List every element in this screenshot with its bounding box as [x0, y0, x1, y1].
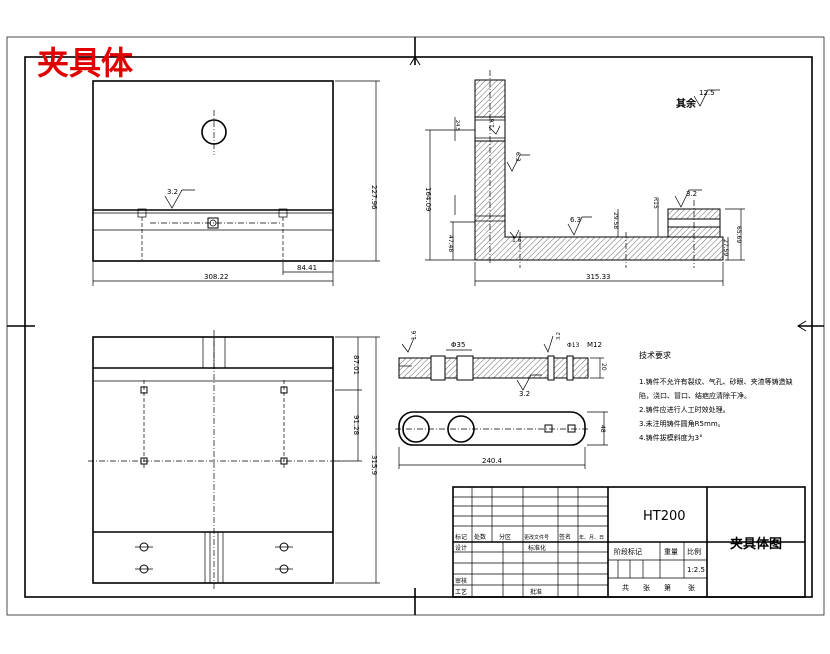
bottom-view: 315.9 87.01 91.28 [88, 330, 380, 590]
dim-side-label-a: 24.5 [454, 120, 460, 131]
dim-bottom-height: 315.9 [370, 455, 378, 475]
dim-sec-d: Φ13 [567, 342, 580, 349]
dim-bottom-mid-gap: 91.28 [352, 415, 360, 435]
ra-b: 6.3 [514, 152, 521, 162]
tb-design: 设计 [455, 544, 467, 552]
dim-side-slot: 29.58 [612, 212, 619, 229]
dim-sec-thread: M12 [587, 341, 602, 349]
dim-sec-h: 20 [600, 363, 607, 371]
ra-j: 3.2 [556, 332, 562, 340]
dim-side-width: 315.33 [586, 273, 611, 281]
outer-border [6, 36, 825, 616]
tb-sheet-1: 张 [643, 583, 650, 592]
tb-sheet-total: 共 [622, 583, 629, 592]
dim-front-width: 308.22 [204, 273, 229, 281]
dim-side-height: 164.09 [424, 187, 432, 212]
ra-i: 1.6 [411, 330, 418, 340]
dim-sec-w: 48 [599, 425, 606, 433]
tb-sheet-2: 张 [688, 583, 695, 592]
dim-sec-len: 240.4 [482, 457, 503, 465]
dim-front-offset: 84.41 [297, 264, 317, 272]
ra-e: 1.6 [489, 118, 496, 128]
orientation-arrow-top [409, 56, 421, 66]
notes-item-1: 1.铸件不允许有裂纹、气孔、砂眼、夹渣等铸造缺 [639, 377, 793, 386]
dim-sec-c1: Φ35 [451, 341, 465, 349]
tb-process: 工艺 [455, 588, 467, 596]
orientation-arrow-right [797, 320, 807, 332]
tb-scale-val: 1:2.5 [687, 566, 705, 574]
inner-border [24, 56, 813, 598]
title-block: HT200 夹具体图 标记 处数 分区 更改文件号 签名 年、月、日 设计 标准… [452, 486, 806, 598]
ra-c: 6.3 [570, 216, 581, 224]
tb-h5: 签名 [559, 533, 571, 541]
tb-standard: 标准化 [528, 544, 546, 552]
ra-d: 3.2 [686, 190, 697, 198]
dim-side-slot-b: R15 [652, 197, 659, 209]
tb-approve: 批准 [530, 588, 542, 596]
ra-f: 1.6 [512, 237, 522, 244]
dim-bottom-top-gap: 87.01 [352, 355, 360, 375]
tb-h1: 标记 [455, 533, 467, 541]
notes-item-3: 2.铸件应进行人工时效处理。 [639, 405, 730, 414]
plan-view: 240.4 48 [395, 411, 608, 469]
ra-a: 3.2 [167, 188, 178, 196]
dim-side-right-lower: 27.59 [722, 239, 729, 256]
ra-g: 12.5 [699, 89, 715, 97]
tech-notes: 技术要求 1.铸件不允许有裂纹、气孔、砂眼、夹渣等铸造缺 陷，浇口、冒口、结疤应… [639, 350, 793, 442]
tb-h2: 处数 [474, 533, 486, 541]
notes-item-5: 4.铸件拔模斜度为3° [639, 433, 703, 442]
tb-stage: 阶段标记 [614, 547, 642, 556]
tb-h4: 更改文件号 [524, 534, 549, 541]
tb-weight: 重量 [664, 548, 678, 556]
dim-side-small: 47.48 [447, 235, 454, 252]
tb-scale: 比例 [687, 547, 701, 556]
dim-side-right: 65.69 [735, 226, 742, 243]
section-view: 3.2 1.6 3.2 Φ35 Φ13 M12 20 [398, 330, 607, 398]
tb-material: HT200 [643, 509, 686, 524]
notes-item-2: 陷，浇口、冒口、结疤应清除干净。 [639, 391, 751, 400]
tb-check: 审核 [455, 577, 467, 585]
qiyu-label: 其余 [676, 97, 697, 110]
ra-h: 3.2 [519, 390, 530, 398]
tb-drawing-name: 夹具体图 [730, 536, 782, 552]
tb-h3: 分区 [499, 533, 511, 541]
notes-heading: 技术要求 [639, 350, 671, 360]
notes-item-4: 3.未注明铸件圆角R5mm。 [639, 419, 725, 428]
overlay-title: 夹具体 [37, 44, 133, 82]
front-view: 3.2 308.22 84.41 227.96 [92, 80, 380, 286]
side-view: 6.3 6.3 3.2 1.6 1.6 其余 12.5 315.33 164.0… [424, 70, 745, 286]
tb-sheet-no: 第 [664, 583, 671, 592]
dim-front-height: 227.96 [370, 185, 378, 210]
tb-h6: 年、月、日 [579, 534, 604, 541]
